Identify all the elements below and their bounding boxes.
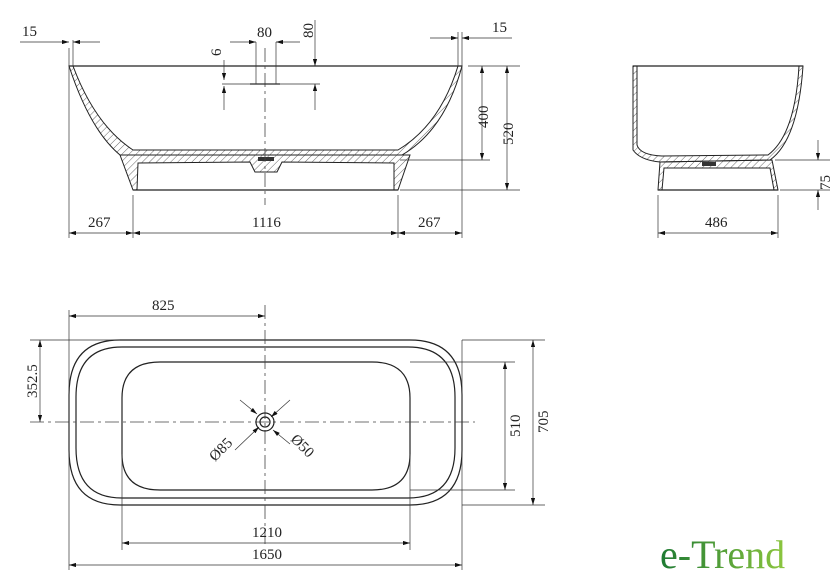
dim-overflow-width: 80 <box>257 25 272 41</box>
dim-outer-width: 705 <box>536 411 552 434</box>
dim-inner-depth: 400 <box>476 106 492 129</box>
dim-end-left: 267 <box>88 215 111 231</box>
dim-outer-length: 1650 <box>252 547 282 563</box>
drain-outer-icon <box>255 412 275 432</box>
dim-inner-width: 510 <box>508 415 524 438</box>
dim-rim-left: 15 <box>22 24 37 40</box>
top-inner-basin <box>121 361 411 491</box>
side-shell-hatch <box>68 65 463 156</box>
drain-inner-icon <box>259 416 271 428</box>
dim-base-width: 486 <box>705 215 728 231</box>
dim-half-width: 352.5 <box>25 364 41 398</box>
drain-icon <box>258 157 274 161</box>
top-view: Ø85 Ø50 825 352.5 510 705 1210 1650 <box>25 298 552 570</box>
dim-overflow-height: 6 <box>209 48 225 56</box>
dim-drain-inner: Ø50 <box>287 432 317 462</box>
etrend-logo: e-Trend <box>660 532 785 577</box>
dim-end-right: 267 <box>418 215 441 231</box>
dim-base-length: 1116 <box>252 215 281 231</box>
top-outer-rim <box>68 339 463 506</box>
side-view: 15 15 80 80 6 400 520 267 1116 267 <box>20 20 520 238</box>
dim-rim-right: 15 <box>492 20 507 36</box>
end-base-hatch <box>657 159 779 191</box>
end-shell-hatch <box>632 65 804 163</box>
dim-drain-outer: Ø85 <box>207 435 237 465</box>
dim-overflow-drop: 80 <box>301 23 317 38</box>
dim-total-height: 520 <box>501 123 517 146</box>
end-view: 486 75 <box>632 65 834 238</box>
dim-plinth-height: 75 <box>818 175 834 190</box>
dim-half-length: 825 <box>152 298 175 314</box>
dim-inner-length: 1210 <box>252 525 282 541</box>
